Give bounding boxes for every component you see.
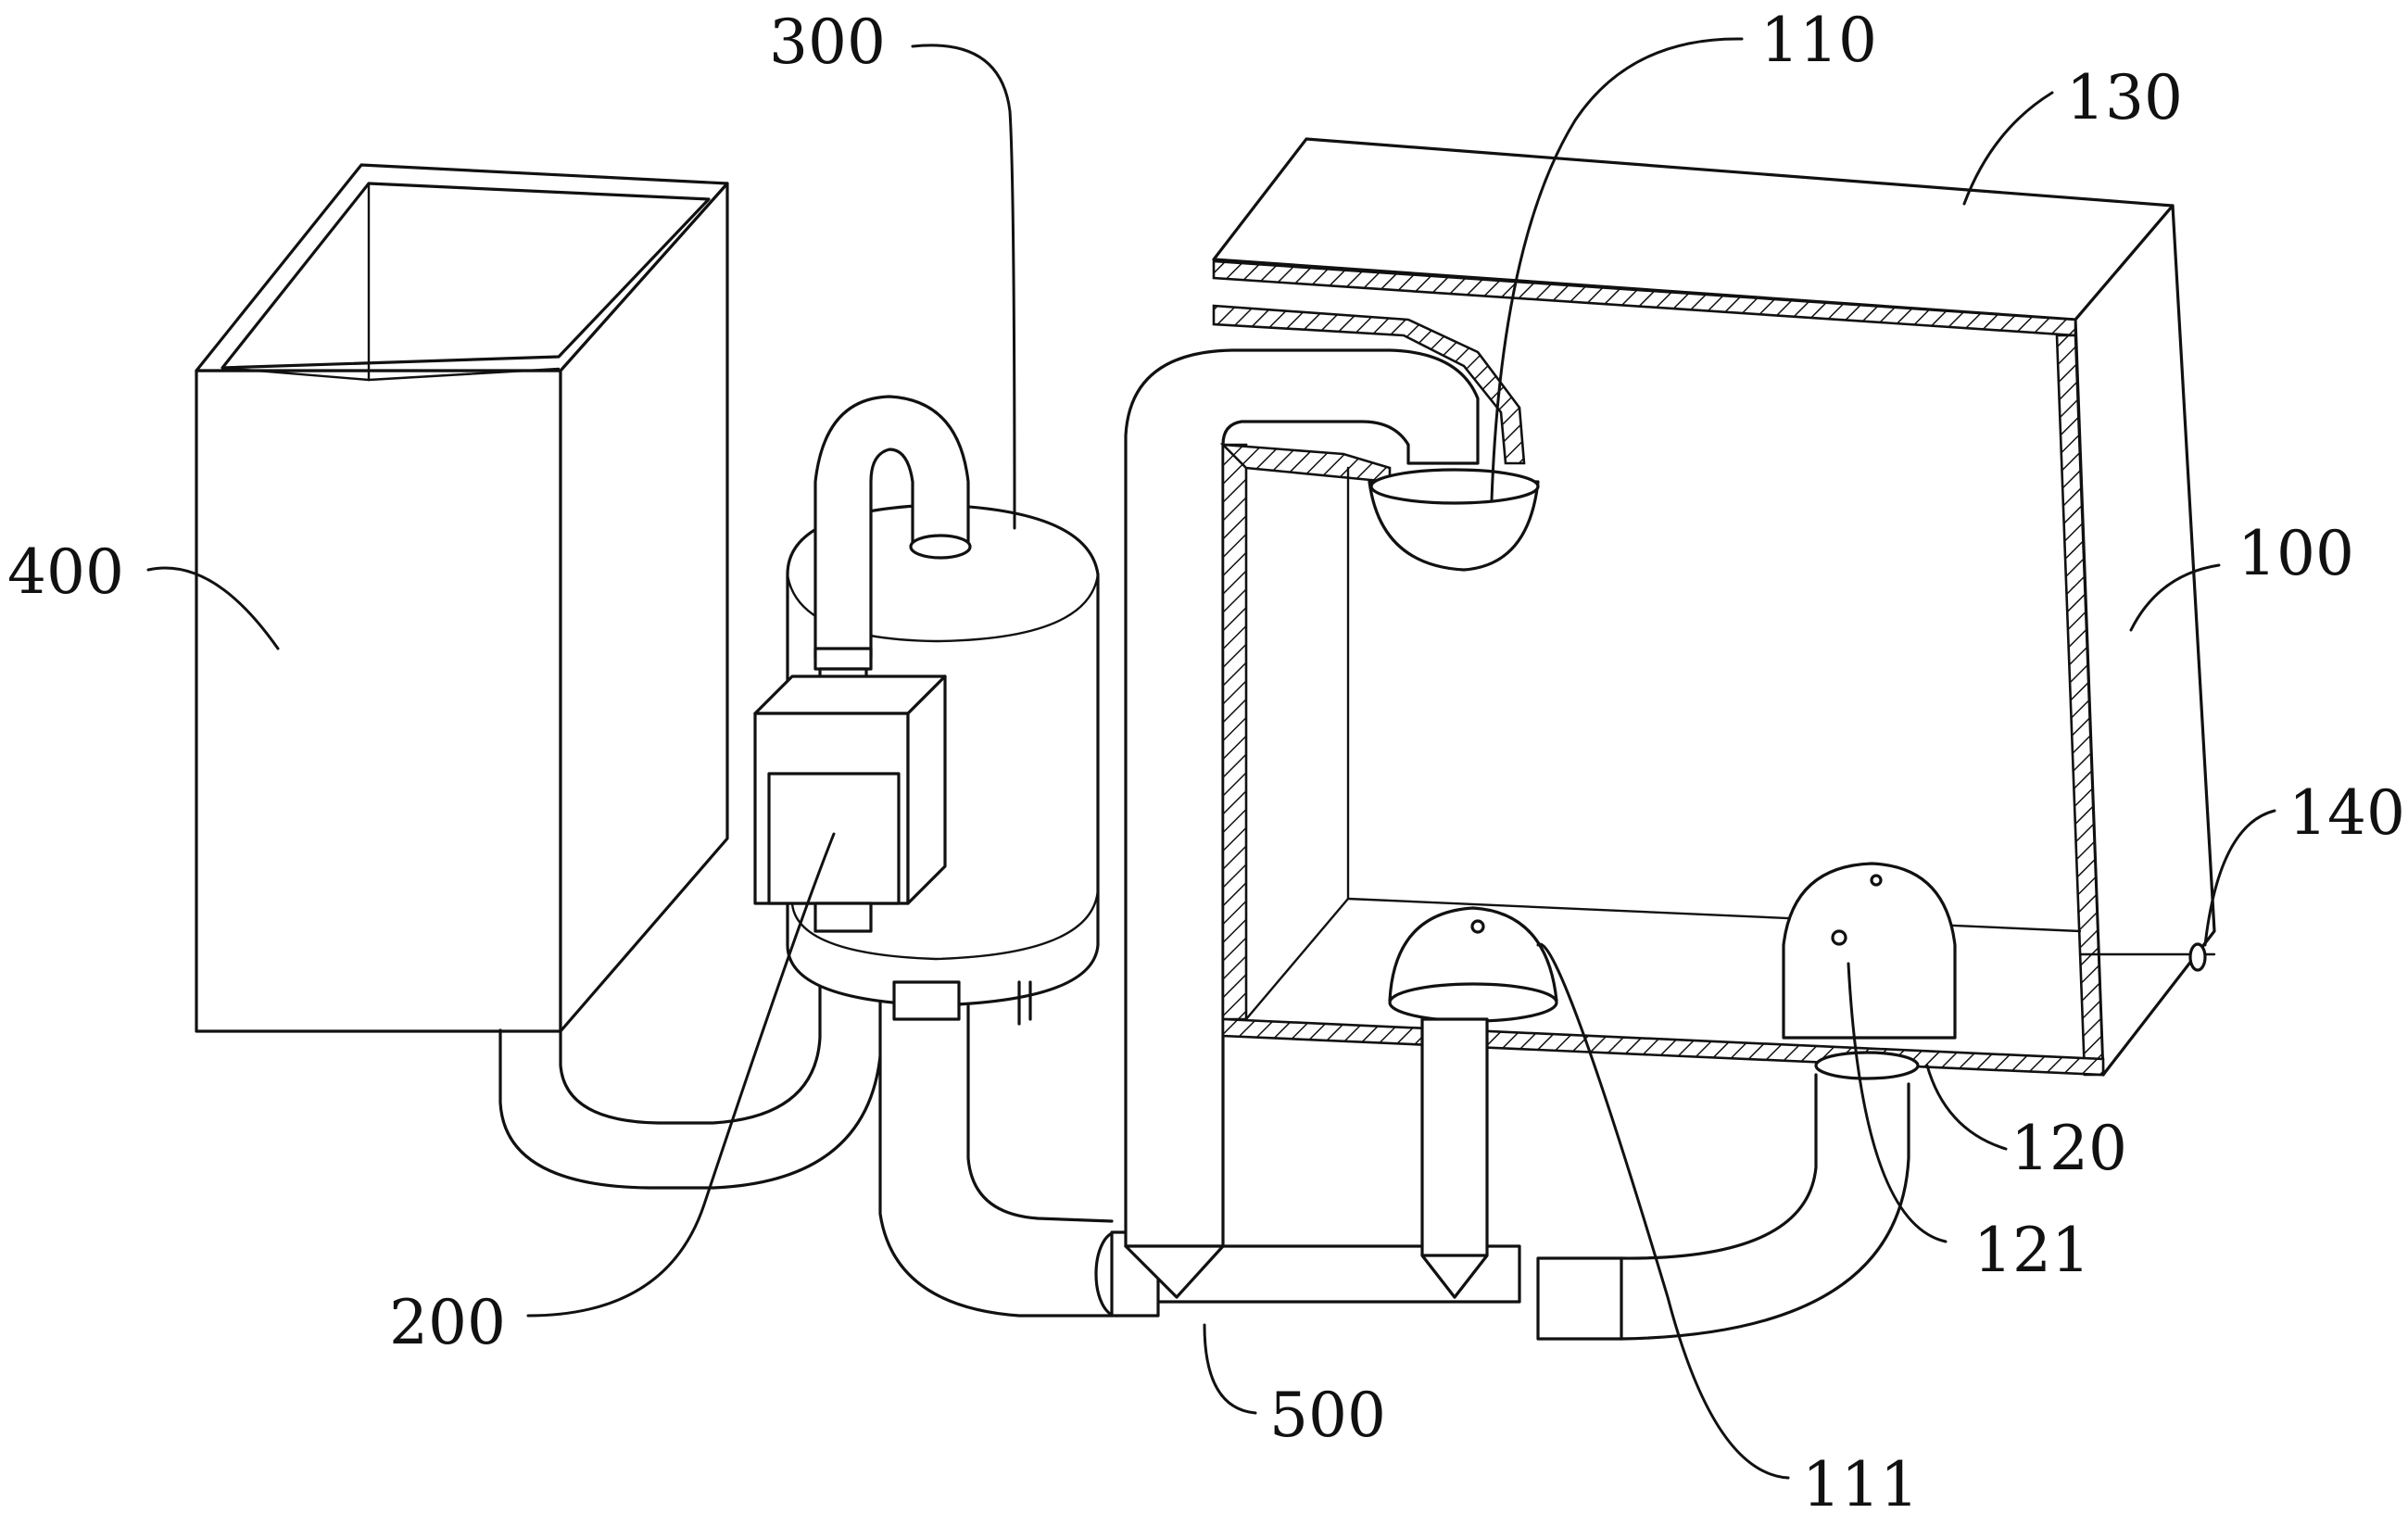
nozzle-111-orifice — [1470, 919, 1485, 934]
nozzle-110 — [1368, 468, 1540, 572]
leader-130 — [1962, 91, 2054, 206]
bottom-wall-section — [1221, 1017, 2105, 1077]
lid-130 — [1212, 137, 2175, 322]
label-100: 100 — [2238, 518, 2354, 589]
label-300: 300 — [769, 6, 886, 78]
leader-110 — [1490, 37, 1744, 502]
header-pipe-500 — [1094, 1230, 1623, 1341]
label-200: 200 — [389, 1287, 506, 1358]
label-110: 110 — [1760, 5, 1877, 76]
leader-120 — [1925, 1064, 2008, 1151]
nozzle-121-orifice — [1831, 929, 1847, 946]
nozzle-120-pipe-inner — [1620, 1073, 1818, 1260]
nozzle-111-rim — [1388, 982, 1558, 1023]
tank-400-inner-bottom-edge-2 — [367, 367, 561, 382]
drain-hole-140 — [2188, 942, 2207, 972]
tank-400-opening — [221, 182, 711, 370]
inner-floor-back-edge — [1346, 897, 2082, 933]
valve-bottom-ring — [813, 902, 873, 933]
leader-111 — [1536, 942, 1790, 1480]
tank-outlet-pipe — [498, 925, 882, 1190]
nozzle-110-rim — [1369, 468, 1540, 505]
valve-200 — [753, 647, 947, 933]
hook-pipe-connector — [909, 534, 972, 560]
riser-pipe-tip — [1124, 1244, 1225, 1299]
leader-500 — [1203, 1323, 1257, 1415]
nozzle-120 — [1620, 862, 1957, 1341]
motor-300-top-ellipse — [786, 573, 1100, 643]
leader-100 — [2129, 563, 2221, 632]
valve-200-side — [906, 675, 947, 905]
left-wall-section — [1221, 443, 1248, 1021]
leader-121 — [1847, 962, 1948, 1243]
reference-labels: 110 130 300 400 100 140 120 121 200 500 … — [7, 5, 2405, 1520]
label-121: 121 — [1973, 1215, 2090, 1286]
tank-400-front-face — [195, 369, 562, 1033]
valve-200-coil — [767, 772, 901, 905]
nozzle-120-top-orifice — [1870, 874, 1883, 887]
water-tank-400 — [195, 163, 729, 1033]
label-130: 130 — [2066, 62, 2183, 133]
header-pipe-right-sleeve — [1536, 1256, 1623, 1341]
label-500: 500 — [1269, 1380, 1386, 1451]
label-111: 111 — [1802, 1449, 1919, 1520]
nozzle-120-pipe-outer — [1620, 1082, 1910, 1341]
label-400: 400 — [7, 536, 124, 608]
motor-hook-pipe — [813, 395, 972, 660]
spray-chamber-100 — [1212, 137, 2216, 1077]
motor-outlet-pipe — [878, 1003, 1114, 1318]
leader-300 — [911, 44, 1016, 530]
shelf-section — [1219, 443, 1392, 484]
elbow-wall-section — [1212, 304, 1526, 465]
inner-floor-left-edge — [1244, 897, 1350, 1021]
motor-300-base — [892, 980, 961, 1021]
leader-140 — [2203, 809, 2276, 947]
nozzle-111-tip — [1420, 1254, 1489, 1299]
leader-200 — [526, 832, 836, 1318]
nozzle-111 — [1388, 906, 1558, 1299]
nozzle-120-rim — [1814, 1051, 1920, 1080]
valve-top-ring — [813, 647, 873, 671]
leader-400 — [146, 566, 280, 650]
motor-300-bottom-ellipse — [790, 888, 1100, 961]
tank-400-inner-bottom-edge — [221, 366, 371, 382]
leader-lines — [146, 37, 2276, 1480]
riser-pipe — [1124, 348, 1480, 1299]
label-140: 140 — [2288, 777, 2405, 849]
label-120: 120 — [2011, 1113, 2127, 1184]
